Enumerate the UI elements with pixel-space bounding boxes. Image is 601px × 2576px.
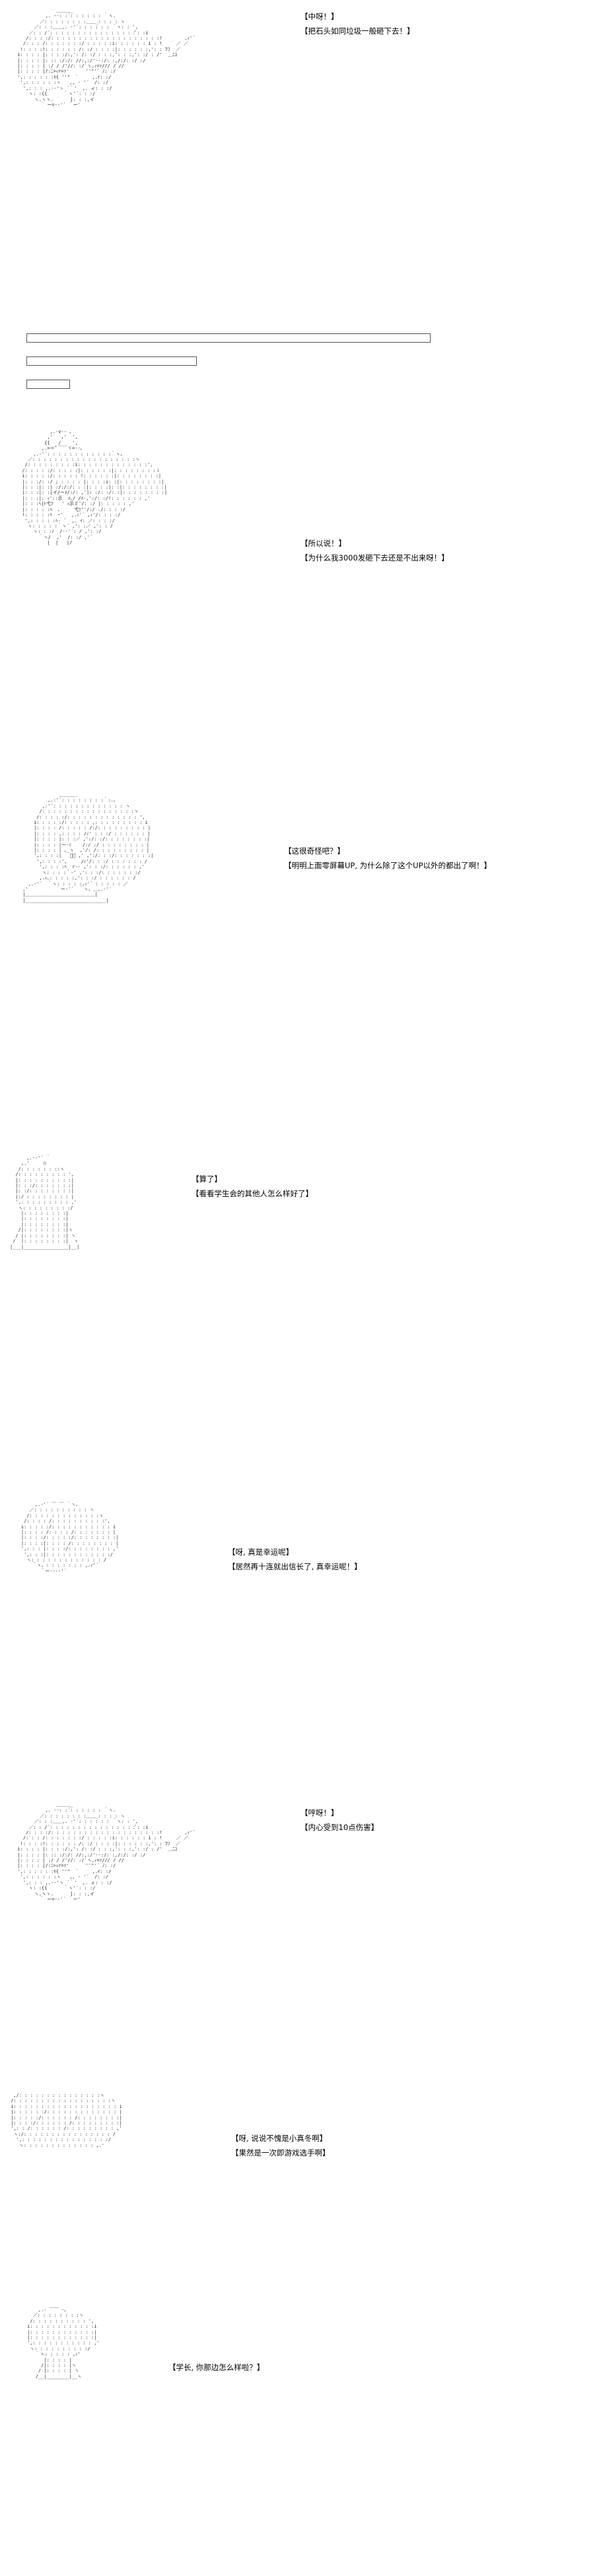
gacha-bar-long	[26, 333, 431, 343]
gacha-bar-short	[26, 380, 70, 389]
dialogue-panel-3: 【这很奇怪吧？】 【明明上面零屏幕UP, 为什么除了这个UP以外的都出了啊！】	[284, 844, 491, 873]
dialogue-panel-1: 【中呀！】 【把石头如同垃圾一般砸下去！】	[300, 9, 415, 38]
ascii-art-character-asking: ,.‐ ￣￣ ‐､ ／: : : : : : : :ヽ /: : : : : :…	[27, 2307, 100, 2379]
dialogue-line: 【为什么我3000发砸下去还是不出来呀！】	[300, 553, 449, 562]
dialogue-line: 【内心受到10点伤害】	[300, 1823, 379, 1832]
dialogue-line: 【看看学生会的其他人怎么样好了】	[192, 1189, 313, 1198]
dialogue-line: 【所以说！】	[300, 539, 346, 548]
dialogue-line: 【算了】	[192, 1174, 222, 1184]
ascii-art-character-hurt: ＿＿＿_ ,. -‐: :´: : : : : : ｀ヽ. ／: : : : :…	[17, 1802, 195, 1902]
dialogue-line: 【中呀！】	[300, 12, 339, 21]
dialogue-panel-8: 【学长, 你那边怎么样啦？】	[168, 2360, 264, 2375]
dialogue-line: 【呀, 真是幸运呢】	[228, 1547, 294, 1557]
ascii-art-character-surprised: ,/: : : : : : : : : : : : : : :ヽ /: : : …	[11, 2093, 122, 2148]
ascii-art-character-throwing: ＿＿＿_ ,. -‐: :´: : : : : : ｀ヽ. ／: : : : :…	[17, 8, 195, 108]
dialogue-line: 【这很奇怪吧？】	[284, 846, 345, 856]
dialogue-line: 【果然是一次即游戏选手啊】	[231, 2148, 330, 2157]
dialogue-line: 【学长, 你那边怎么样啦？】	[168, 2363, 265, 2372]
ascii-art-character-turning: ,.-‐'´ ｀ ,.' ○ /: : : : : : ::ヽ /: : : :…	[10, 1155, 80, 1250]
dialogue-line: 【把石头如同垃圾一般砸下去！】	[300, 26, 415, 36]
dialogue-panel-2: 【所以说！】 【为什么我3000发砸下去还是不出来呀！】	[300, 536, 449, 565]
ascii-art-character-thinking: ＿＿＿＿ ,.:'´: : : : : : : :｀:.、 ,:'´: : : …	[22, 792, 154, 903]
dialogue-line: 【呀, 说说不愧是小真冬啊】	[231, 2134, 328, 2143]
ascii-art-character-upset: ,.‐v‐- ､ ,' ,' ', {{ / ', ,.=＝'ﾞ￣￣ヾ=--､ …	[22, 429, 168, 546]
dialogue-panel-7: 【呀, 说说不愧是小真冬啊】 【果然是一次即游戏选手啊】	[231, 2131, 330, 2160]
ascii-art-character-smiling: ,.‐'´ ￣ ￣ ｀ヽ、 ／: : : : : : : : : : ヽ /: …	[20, 1502, 119, 1574]
dialogue-line: 【明明上面零屏幕UP, 为什么除了这个UP以外的都出了啊！】	[284, 861, 492, 870]
gacha-bar-medium	[26, 356, 197, 366]
dialogue-panel-6: 【哼呀！】 【内心受到10点伤害】	[300, 1806, 378, 1835]
dialogue-line: 【哼呀！】	[300, 1808, 339, 1817]
dialogue-panel-4: 【算了】 【看看学生会的其他人怎么样好了】	[192, 1172, 313, 1201]
dialogue-line: 【居然再十连就出信长了, 真幸运呢！】	[228, 1562, 362, 1571]
dialogue-panel-5: 【呀, 真是幸运呢】 【居然再十连就出信长了, 真幸运呢！】	[228, 1545, 362, 1574]
